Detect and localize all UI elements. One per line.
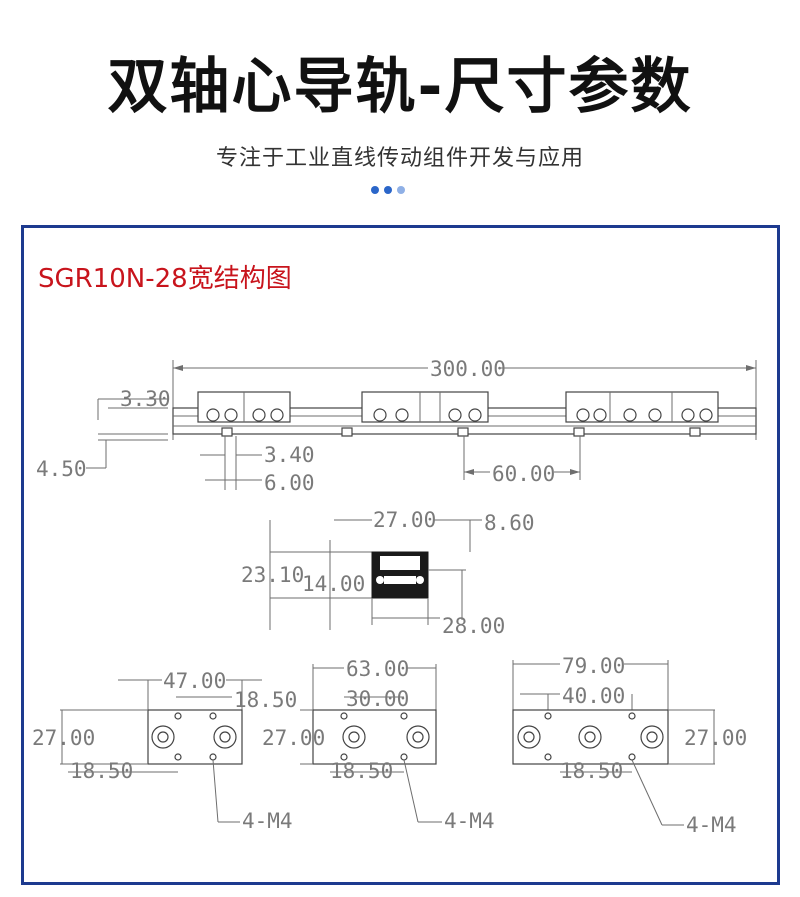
dim-c1-height: 27.00 [32, 726, 95, 750]
section-title: SGR10N-28宽结构图 [38, 264, 292, 294]
dim-c1-thread: 4-M4 [242, 809, 293, 833]
dim-c2-offset: 18.50 [330, 759, 393, 783]
drawing-frame [21, 225, 780, 885]
dim-c3-hole-spacing: 40.00 [562, 684, 625, 708]
dim-c3-length: 79.00 [562, 654, 625, 678]
pagination-dots [371, 186, 411, 196]
dim-top-offset: 3.30 [120, 387, 171, 411]
dim-c1-length: 47.00 [163, 669, 226, 693]
dim-bottom-offset: 4.50 [36, 457, 87, 481]
carriage-view-2: 63.00 30.00 27.00 18.50 4-M4 [262, 657, 495, 833]
dim-cs-side: 8.60 [484, 511, 535, 535]
dot-2 [384, 186, 392, 194]
carriage-group-1 [197, 391, 291, 437]
dim-cs-height: 23.10 [241, 563, 304, 587]
dot-3 [397, 186, 405, 194]
dim-gap: 3.40 [264, 443, 315, 467]
page-subtitle: 专注于工业直线传动组件开发与应用 [215, 146, 584, 171]
dim-c2-hole-spacing: 30.00 [346, 687, 409, 711]
carriage-view-3: 79.00 40.00 27.00 18.50 4-M4 [512, 654, 747, 837]
dim-c2-length: 63.00 [346, 657, 409, 681]
page-title: 双轴心导轨-尺寸参数 [107, 52, 693, 122]
dim-c2-thread: 4-M4 [444, 809, 495, 833]
dim-c3-offset: 18.50 [560, 759, 623, 783]
dim-c1-hole-spacing: 18.50 [234, 688, 297, 712]
rail-side-view: 300.00 [36, 357, 757, 495]
dot-1 [371, 186, 379, 194]
dim-hole-offset: 6.00 [264, 471, 315, 495]
dim-c1-offset: 18.50 [70, 759, 133, 783]
dim-c3-height: 27.00 [684, 726, 747, 750]
dim-cs-rail-width: 28.00 [442, 614, 505, 638]
dim-rail-length: 300.00 [430, 357, 506, 381]
dim-pitch: 60.00 [492, 462, 555, 486]
carriage-group-3 [565, 391, 719, 437]
dim-c2-height: 27.00 [262, 726, 325, 750]
dim-c3-thread: 4-M4 [686, 813, 737, 837]
cross-section-view: 27.00 8.60 23.10 14.00 28.00 [241, 508, 535, 638]
carriage-view-1: 47.00 18.50 27.00 18.50 4-M4 [32, 669, 297, 833]
dim-cs-rail-height: 14.00 [302, 572, 365, 596]
carriage-group-2 [341, 391, 489, 437]
dim-cs-width: 27.00 [373, 508, 436, 532]
